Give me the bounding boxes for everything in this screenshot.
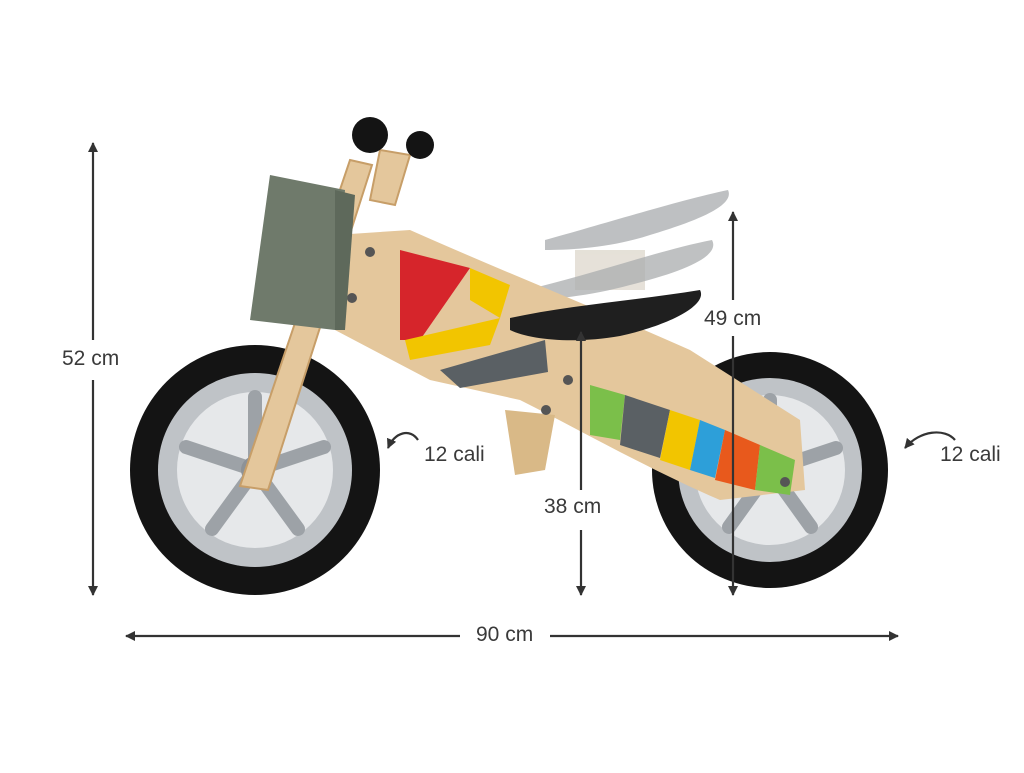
wooden-frame [335,230,805,500]
front-wheel-size-label: 12 cali [420,442,489,468]
stripe-gray [440,340,548,388]
rear-wheel-size-label: 12 cali [936,442,1005,468]
curved-arrow-icon [904,431,956,449]
stripe-yellow [405,318,500,360]
stripe-green [590,385,625,440]
curved-arrow-icon [386,431,419,449]
stripe-red [400,250,470,340]
seat-height-max-label: 49 cm [700,306,766,332]
seat-height-min-label: 38 cm [540,494,606,520]
handlebar [352,117,434,159]
dimension-arrows [88,142,956,641]
grip-left-icon [352,117,388,153]
stripe-orange [715,430,760,490]
grip-right-icon [406,131,434,159]
stripe-blue [690,420,725,478]
height-total-label: 52 cm [58,346,124,372]
seat [510,290,702,341]
length-total-label: 90 cm [472,622,538,648]
handlebar-bag [250,175,355,330]
seat-ghost-mid [525,240,714,300]
